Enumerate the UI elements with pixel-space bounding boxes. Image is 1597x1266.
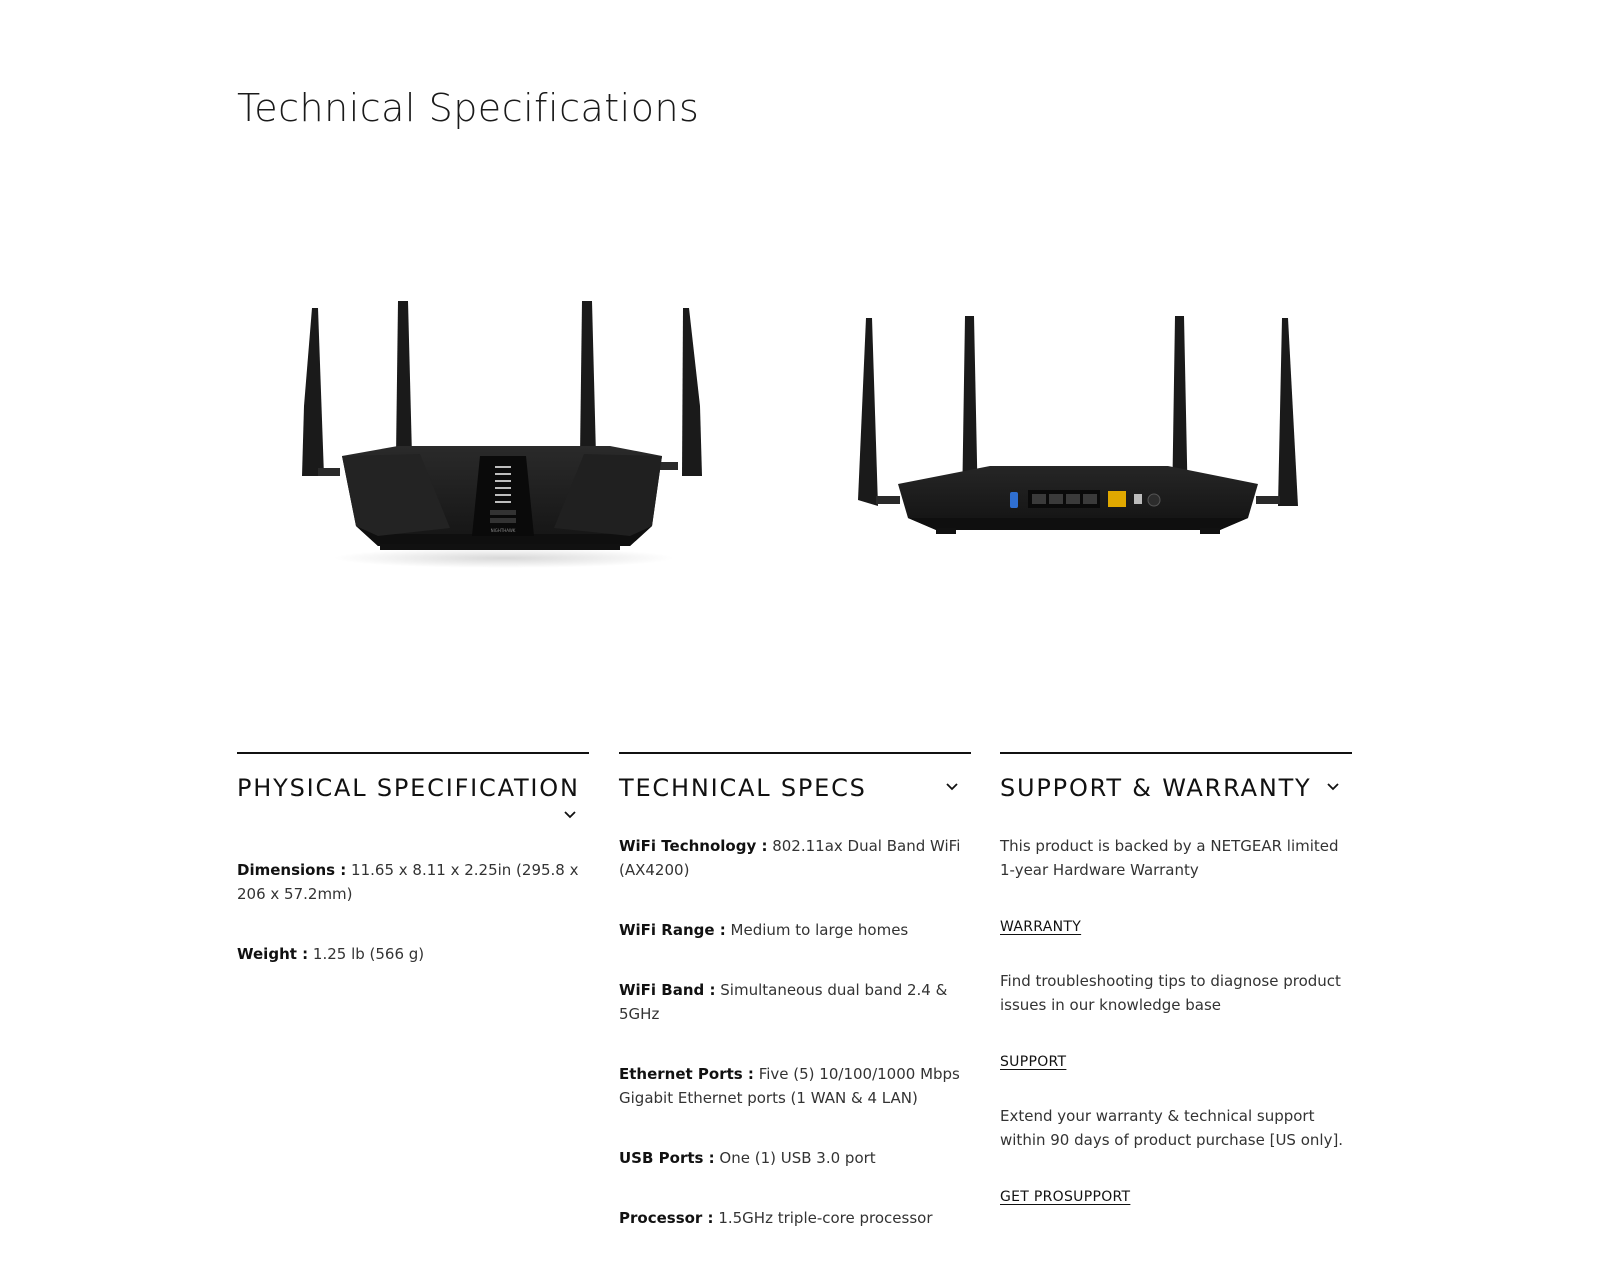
technical-specs-title: TECHNICAL SPECS: [619, 774, 867, 802]
spec-value: 11.65 x 8.11 x 2.25in (295.8 x 206 x 57.…: [237, 861, 579, 903]
spec-key: Processor :: [619, 1209, 714, 1227]
get-prosupport-link[interactable]: GET PROSUPPORT: [1000, 1189, 1131, 1205]
spec-value: 802.11ax Dual Band WiFi (AX4200): [619, 837, 961, 879]
support-warranty-title: SUPPORT & WARRANTY: [1000, 774, 1312, 802]
spec-key: WiFi Band :: [619, 981, 716, 999]
chevron-down-icon[interactable]: [945, 780, 959, 794]
spec-key: Dimensions :: [237, 861, 347, 879]
spec-item-wifi-technology: WiFi Technology : 802.11ax Dual Band WiF…: [619, 834, 971, 882]
router-front-image: NIGHTHAWK: [290, 296, 722, 596]
page-title: Technical Specifications: [237, 86, 700, 130]
spec-item-dimensions: Dimensions : 11.65 x 8.11 x 2.25in (295.…: [237, 858, 589, 906]
router-brand-text: NIGHTHAWK: [491, 528, 516, 533]
spec-value: 1.25 lb (566 g): [308, 945, 425, 963]
spec-key: Ethernet Ports :: [619, 1065, 754, 1083]
chevron-down-icon[interactable]: [563, 808, 577, 822]
physical-specification-section: PHYSICAL SPECIFICATION Dimensions : 11.6…: [237, 752, 589, 1002]
spec-value: Simultaneous dual band 2.4 & 5GHz: [619, 981, 948, 1023]
support-link[interactable]: SUPPORT: [1000, 1054, 1067, 1070]
physical-specification-title: PHYSICAL SPECIFICATION: [237, 774, 580, 802]
router-back-image: [850, 310, 1310, 590]
warranty-link[interactable]: WARRANTY: [1000, 919, 1082, 935]
technical-specs-header[interactable]: TECHNICAL SPECS: [619, 772, 971, 804]
support-list: This product is backed by a NETGEAR limi…: [1000, 834, 1352, 1239]
spec-key: WiFi Technology :: [619, 837, 768, 855]
spec-item-processor: Processor : 1.5GHz triple-core processor: [619, 1206, 971, 1230]
spec-key: WiFi Range :: [619, 921, 726, 939]
technical-specs-section: TECHNICAL SPECS WiFi Technology : 802.11…: [619, 752, 971, 1266]
chevron-down-icon[interactable]: [1326, 780, 1340, 794]
spec-key: Weight :: [237, 945, 309, 963]
spec-key: USB Ports :: [619, 1149, 715, 1167]
spec-item-wifi-range: WiFi Range : Medium to large homes: [619, 918, 971, 942]
spec-item-ethernet-ports: Ethernet Ports : Five (5) 10/100/1000 Mb…: [619, 1062, 971, 1110]
warranty-description: This product is backed by a NETGEAR limi…: [1000, 837, 1339, 879]
spec-value: 1.5GHz triple-core processor: [713, 1209, 933, 1227]
spec-item-usb-ports: USB Ports : One (1) USB 3.0 port: [619, 1146, 971, 1170]
physical-spec-list: Dimensions : 11.65 x 8.11 x 2.25in (295.…: [237, 858, 589, 966]
support-description: Find troubleshooting tips to diagnose pr…: [1000, 972, 1341, 1014]
spec-item-weight: Weight : 1.25 lb (566 g): [237, 942, 589, 966]
spec-value: One (1) USB 3.0 port: [714, 1149, 876, 1167]
physical-specification-header[interactable]: PHYSICAL SPECIFICATION: [237, 772, 589, 819]
spec-value: Five (5) 10/100/1000 Mbps Gigabit Ethern…: [619, 1065, 960, 1107]
technical-spec-list: WiFi Technology : 802.11ax Dual Band WiF…: [619, 834, 971, 1230]
spec-item-wifi-band: WiFi Band : Simultaneous dual band 2.4 &…: [619, 978, 971, 1026]
support-warranty-header[interactable]: SUPPORT & WARRANTY: [1000, 772, 1352, 804]
spec-value: Medium to large homes: [725, 921, 909, 939]
prosupport-description: Extend your warranty & technical support…: [1000, 1107, 1344, 1149]
support-warranty-section: SUPPORT & WARRANTY This product is backe…: [1000, 752, 1352, 1239]
